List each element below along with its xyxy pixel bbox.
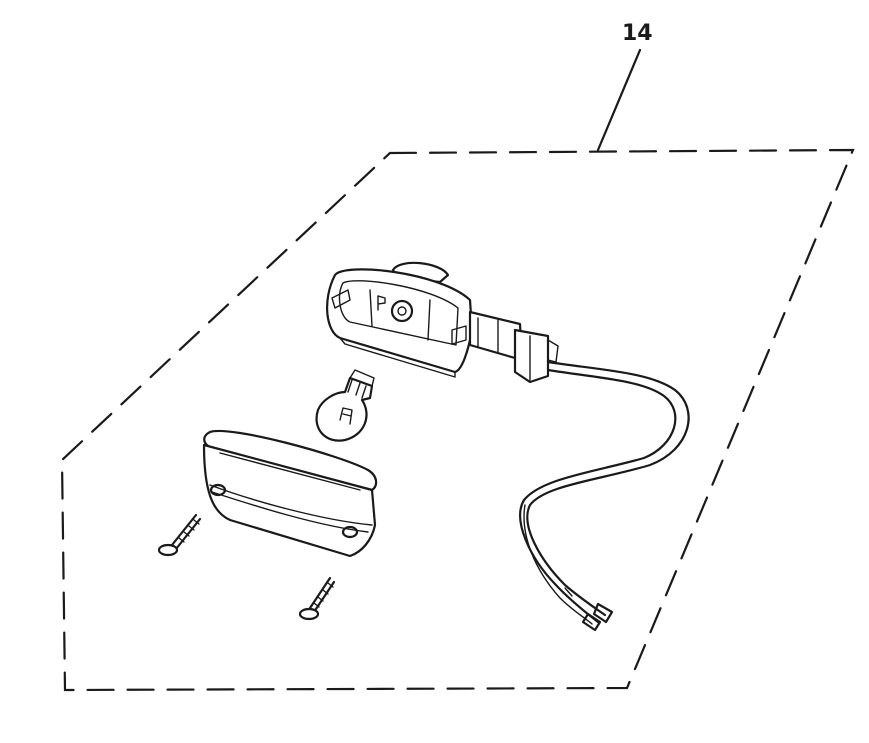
screw-icon [157,513,202,557]
bulb-icon [315,369,375,442]
lens-icon [202,429,378,558]
callout-number: 14 [622,21,653,46]
assembly-boundary [60,148,855,692]
callout-leader-line [596,48,642,152]
screw-icon [298,576,336,621]
wire-harness-icon [519,360,690,632]
turn-signal-housing-icon [326,261,559,384]
